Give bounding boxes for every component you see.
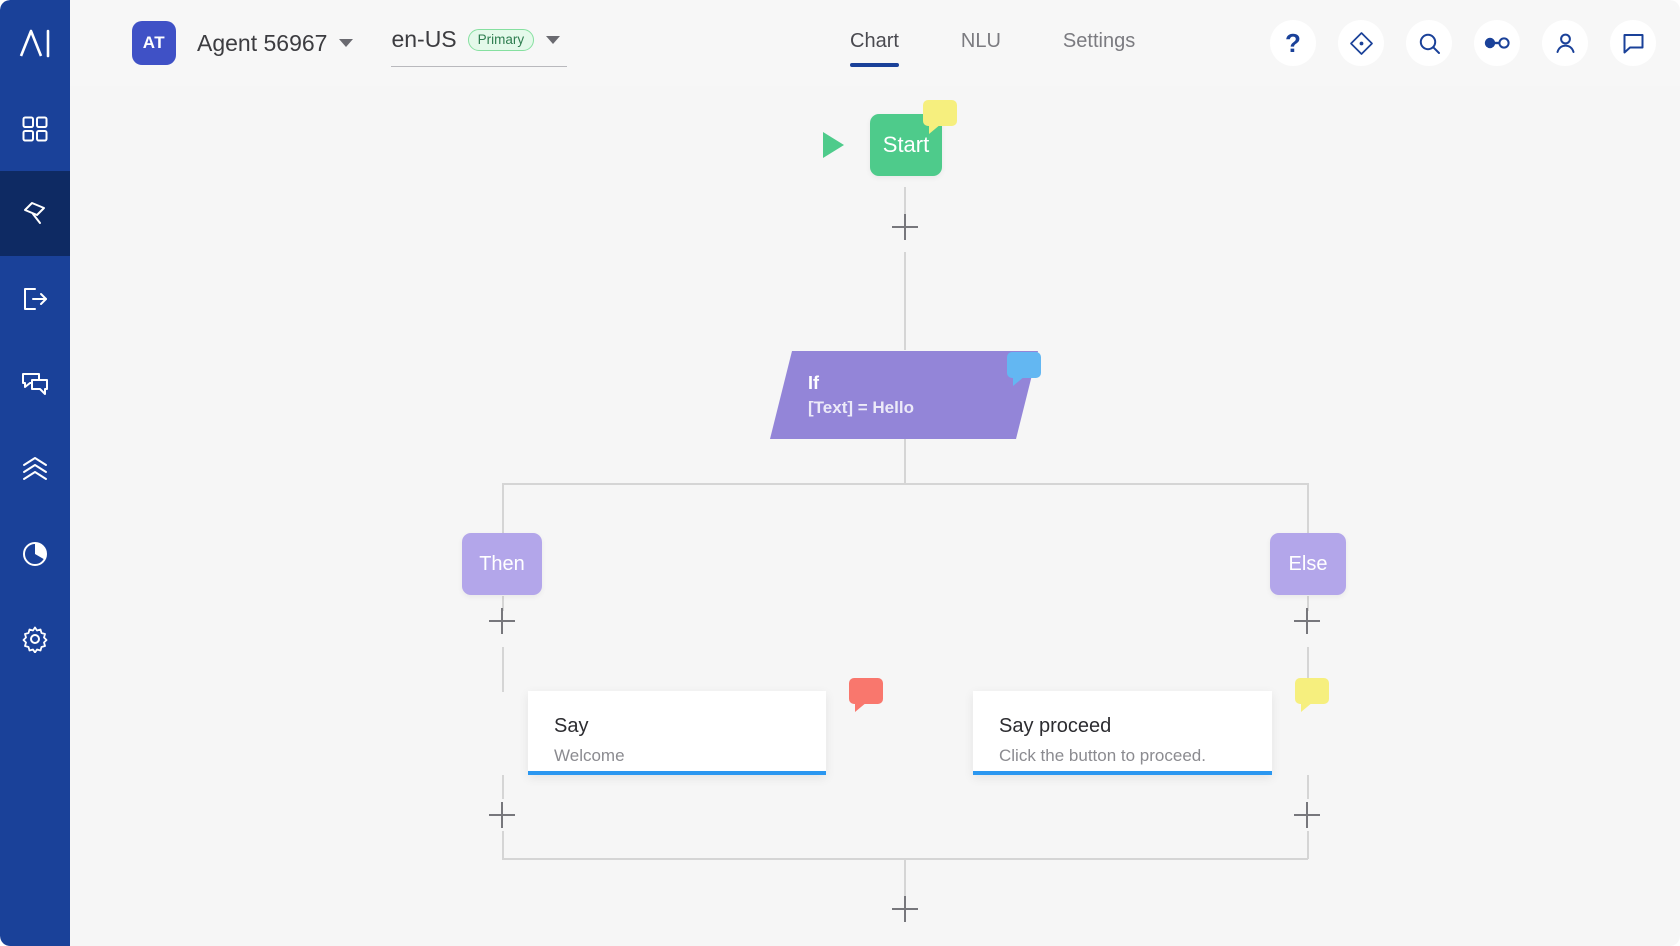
search-icon[interactable]	[1406, 20, 1452, 66]
connector-plus-to-say-then	[502, 647, 504, 692]
node-say-then-comment-badge[interactable]	[849, 678, 883, 712]
node-condition-title: If	[808, 372, 819, 393]
node-say-then-title: Say	[554, 715, 589, 737]
sidebar-item-dashboard[interactable]	[0, 86, 70, 171]
agent-dropdown-caret-icon[interactable]	[339, 39, 354, 47]
help-icon[interactable]: ?	[1270, 20, 1316, 66]
compass-icon[interactable]	[1338, 20, 1384, 66]
connection-toggle-icon[interactable]	[1474, 20, 1520, 66]
connector-split-to-then	[502, 483, 504, 533]
node-say-else-title: Say proceed	[999, 715, 1112, 737]
top-bar-actions: ?	[1248, 0, 1656, 86]
language-dropdown-caret-icon[interactable]	[546, 35, 561, 44]
sidebar-item-conversations[interactable]	[0, 341, 70, 426]
connector-merge-to-plus	[904, 858, 906, 896]
agent-avatar[interactable]: AT	[132, 21, 176, 65]
connector-else-to-plus	[1307, 596, 1309, 611]
connector-then-to-plus	[502, 596, 504, 611]
gear-icon	[21, 625, 49, 653]
node-branch-else[interactable]: Else	[1270, 533, 1346, 595]
app-logo	[0, 0, 70, 86]
connector-plus-to-say-else	[1307, 647, 1309, 692]
badge-tail	[855, 702, 867, 712]
node-say-else-subtitle: Click the button to proceed.	[999, 746, 1206, 765]
connector-say-then-to-plus	[502, 775, 504, 799]
language-code-label: en-US	[391, 26, 457, 52]
left-navigation-rail	[0, 0, 70, 946]
connector-split-to-else	[1307, 483, 1309, 533]
badge-tail	[1013, 376, 1025, 386]
flow-node-icon	[20, 199, 50, 229]
node-branch-then[interactable]: Then	[462, 533, 542, 595]
node-condition-if[interactable]: If [Text] = Hello	[770, 351, 1038, 439]
connector-plus1-to-if	[904, 252, 906, 350]
language-selector[interactable]: en-US Primary	[391, 19, 568, 67]
connector-split-horizontal	[502, 483, 1308, 485]
sidebar-item-deploy[interactable]	[0, 256, 70, 341]
badge-tail	[929, 124, 941, 134]
tab-nlu[interactable]: NLU	[960, 30, 1001, 52]
flow-canvas[interactable]: Start If [Text] = Hello Then Else	[70, 86, 1680, 946]
sidebar-item-flow-builder[interactable]	[0, 171, 70, 256]
sidebar-item-analytics[interactable]	[0, 511, 70, 596]
user-account-icon[interactable]	[1542, 20, 1588, 66]
main-tabs: Chart NLU Settings	[850, 0, 1197, 86]
badge-tail	[1301, 702, 1313, 712]
add-node-then-branch[interactable]	[489, 608, 515, 634]
language-primary-badge: Primary	[467, 28, 535, 51]
connector-say-else-to-plus	[1307, 775, 1309, 799]
node-condition-comment-badge[interactable]	[1007, 352, 1041, 386]
pie-chart-icon	[21, 540, 49, 568]
add-node-before-end[interactable]	[892, 896, 918, 922]
node-say-then-subtitle: Welcome	[554, 746, 625, 765]
connector-start-to-if	[904, 187, 906, 217]
agent-name-label: Agent 56967	[197, 29, 328, 56]
add-node-after-say-else[interactable]	[1294, 802, 1320, 828]
grid-icon	[21, 115, 49, 143]
add-node-else-branch[interactable]	[1294, 608, 1320, 634]
node-condition-subtitle: [Text] = Hello	[808, 397, 914, 417]
add-node-after-say-then[interactable]	[489, 802, 515, 828]
connector-plus-to-merge-right	[1307, 831, 1309, 859]
connector-if-to-split	[904, 439, 906, 484]
node-branch-then-label: Then	[479, 552, 525, 575]
node-say-then[interactable]: Say Welcome	[528, 691, 826, 775]
tab-settings[interactable]: Settings	[1062, 30, 1136, 52]
node-say-else-comment-badge[interactable]	[1295, 678, 1329, 712]
sidebar-item-settings[interactable]	[0, 596, 70, 681]
chat-icon[interactable]	[1610, 20, 1656, 66]
layers-chevron-icon	[20, 455, 50, 483]
tab-chart[interactable]: Chart	[850, 0, 899, 67]
node-branch-else-label: Else	[1288, 552, 1328, 575]
chat-bubbles-icon	[20, 370, 50, 398]
flow-canvas-content: Start If [Text] = Hello Then Else	[70, 86, 1680, 946]
top-bar: AT Agent 56967 en-US Primary Chart NLU S…	[70, 0, 1680, 86]
connector-plus-to-merge-left	[502, 831, 504, 859]
sidebar-item-layers[interactable]	[0, 426, 70, 511]
export-icon	[21, 285, 49, 313]
node-start-comment-badge[interactable]	[923, 100, 957, 134]
node-start-label: Start	[882, 132, 930, 157]
node-say-else[interactable]: Say proceed Click the button to proceed.	[973, 691, 1272, 775]
add-node-after-start[interactable]	[892, 214, 918, 240]
run-flow-button[interactable]	[823, 132, 844, 158]
